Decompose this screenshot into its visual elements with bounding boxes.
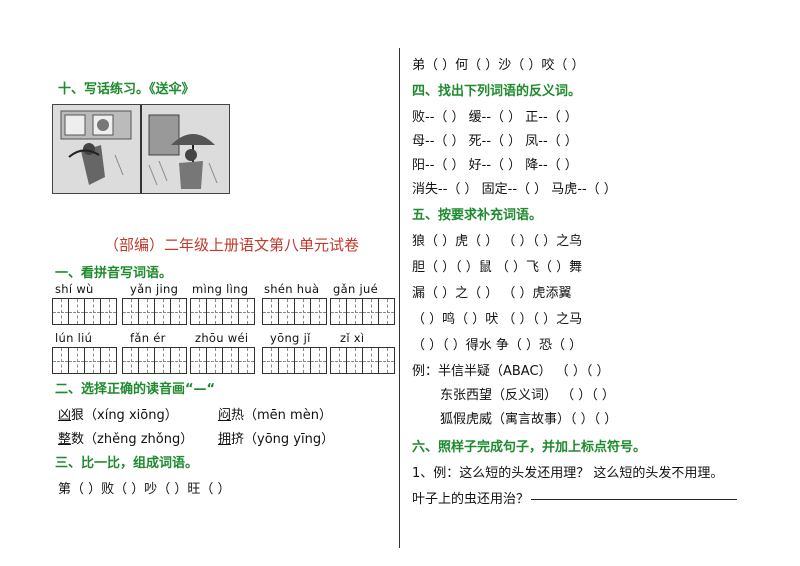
writing-grid-2[interactable] <box>122 298 187 325</box>
idiom-row-3[interactable]: 漏（ ）之（ ） （ ）虎添翼 <box>412 286 572 301</box>
section-1-title: 一、看拼音写词语。 <box>55 266 173 281</box>
section-3-title: 三、比一比，组成词语。 <box>55 456 199 471</box>
example-row-3[interactable]: 狐假虎威（寓言故事）（ ）（ ） <box>440 412 618 427</box>
section-10-title: 十、写话练习。《送伞》 <box>58 82 195 97</box>
antonym-row-1[interactable]: 败--（ ） 缓--（ ） 正--（ ） <box>412 110 578 125</box>
pinyin-7: fǎn ér <box>130 331 166 345</box>
example-row-1[interactable]: 例：半信半疑（ABAC） （ ）（ ） <box>412 364 610 379</box>
writing-grid-5[interactable] <box>330 298 395 325</box>
writing-grid-4[interactable] <box>262 298 327 325</box>
section-5-title: 五、按要求补充词语。 <box>412 208 543 223</box>
pinyin-3: mìng lìng <box>192 282 249 296</box>
writing-practice-picture <box>52 104 230 194</box>
writing-grid-1[interactable] <box>52 298 117 325</box>
section-6-title: 六、照样子完成句子，并加上标点符号。 <box>412 440 647 455</box>
pinyin-8: zhōu wéi <box>195 331 249 345</box>
section-2-title: 二、选择正确的读音画“—“ <box>55 382 216 397</box>
pinyin-10: zǐ xì <box>340 331 365 345</box>
writing-grid-10[interactable] <box>330 347 395 374</box>
reading-item-3[interactable]: 整数（zhěng zhǒng） <box>58 432 194 447</box>
antonym-row-4[interactable]: 消失--（ ） 固定--（ ） 马虎--（ ） <box>412 182 617 197</box>
paper-title: （部编）二年级上册语文第八单元试卷 <box>104 236 360 254</box>
idiom-row-5[interactable]: （ ）（ ）得水 争（ ）恐（ ） <box>412 338 583 353</box>
reading-item-1[interactable]: 凶狠（xíng xiōng） <box>58 408 178 423</box>
idiom-row-1[interactable]: 狼（ ）虎（ ） （ ）（ ）之鸟 <box>412 234 583 249</box>
writing-grid-9[interactable] <box>262 347 327 374</box>
compare-row-1[interactable]: 第（ ）败（ ）吵（ ）旺（ ） <box>58 482 231 497</box>
writing-grid-6[interactable] <box>52 347 117 374</box>
antonym-row-2[interactable]: 母--（ ） 死--（ ） 凤--（ ） <box>412 134 578 149</box>
column-divider <box>399 48 400 548</box>
writing-grid-3[interactable] <box>190 298 255 325</box>
pinyin-6: lún liú <box>55 331 93 345</box>
sentence-question-row[interactable]: 叶子上的虫还用治？ <box>412 488 738 507</box>
pinyin-2: yǎn jing <box>130 282 179 296</box>
antonym-row-3[interactable]: 阳--（ ） 好--（ ） 降--（ ） <box>412 158 578 173</box>
section-4-title: 四、找出下列词语的反义词。 <box>412 84 582 99</box>
example-row-2[interactable]: 东张西望（反义词） （ ）（ ） <box>440 388 615 403</box>
pinyin-4: shén huà <box>264 282 320 296</box>
compare-row-2[interactable]: 弟（ ）何（ ）沙（ ）咬（ ） <box>412 58 585 73</box>
reading-item-4[interactable]: 拥挤（yōng yīng） <box>218 432 335 447</box>
reading-item-2[interactable]: 闷热（mēn mèn） <box>218 408 332 423</box>
sentence-example: 1、例：这么短的头发还用理？ 这么短的头发不用理。 <box>412 466 724 481</box>
writing-grid-7[interactable] <box>122 347 187 374</box>
pinyin-9: yōng jǐ <box>270 331 311 345</box>
idiom-row-2[interactable]: 胆（ ）（ ）鼠 （ ）飞（ ）舞 <box>412 260 583 275</box>
answer-line[interactable] <box>531 499 738 500</box>
writing-grid-8[interactable] <box>190 347 255 374</box>
pinyin-1: shí wù <box>55 282 94 296</box>
pinyin-5: gǎn jué <box>333 282 378 296</box>
idiom-row-4[interactable]: （ ）鸣（ ）吠 （ ）（ ）之马 <box>412 312 583 327</box>
